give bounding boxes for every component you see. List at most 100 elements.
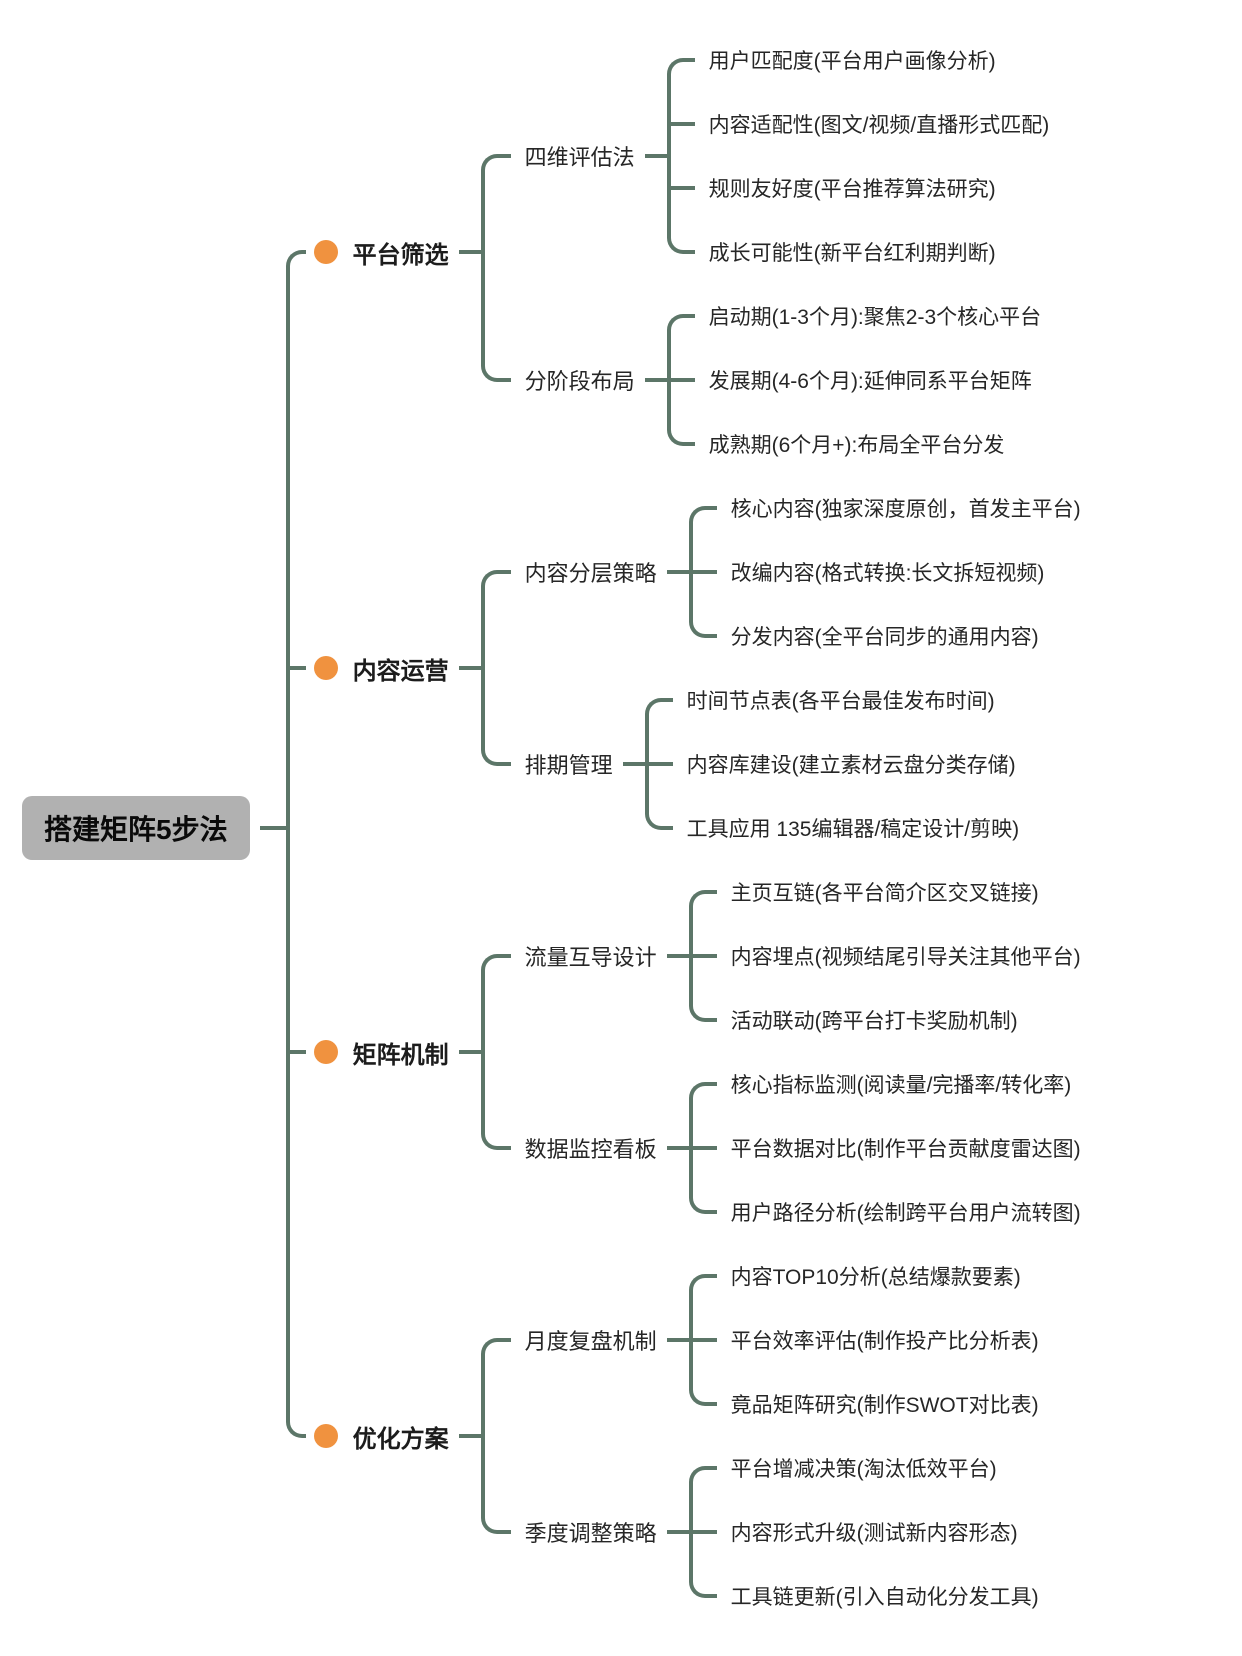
branch: 时间节点表(各平台最佳发布时间) — [644, 668, 1020, 732]
children-group: 平台增减决策(淘汰低效平台) 内容形式升级(测试新内容形态) 工具链更新(引入自动化… — [688, 1436, 1039, 1628]
branch: 排期管理 时间节点表(各平台最佳发布时间) 内容库建设(建立素材云盘分类存储) 工具应… — [480, 668, 1081, 860]
node-label: 优化方案 — [352, 1425, 449, 1453]
node-label: 内容形式升级(测试新内容形态) — [730, 1522, 1018, 1545]
leaf-node[interactable]: 成熟期(6个月+):布局全平台分发 — [703, 429, 1005, 459]
node-label: 核心内容(独家深度原创，首发主平台) — [730, 498, 1081, 521]
children-group: 时间节点表(各平台最佳发布时间) 内容库建设(建立素材云盘分类存储) 工具应用 13… — [644, 668, 1020, 860]
topic-node[interactable]: 排期管理 — [519, 748, 613, 780]
leaf-node[interactable]: 内容适配性(图文/视频/直播形式匹配) — [703, 109, 1050, 139]
branch: 内容埋点(视频结尾引导关注其他平台) — [688, 924, 1081, 988]
node-label: 成长可能性(新平台红利期判断) — [708, 242, 996, 265]
leaf-node[interactable]: 平台增减决策(淘汰低效平台) — [725, 1453, 997, 1483]
topic-node[interactable]: 分阶段布局 — [519, 364, 635, 396]
topic-node[interactable]: 内容运营 — [313, 651, 449, 686]
branch: 工具链更新(引入自动化分发工具) — [688, 1564, 1039, 1628]
branch: 平台增减决策(淘汰低效平台) — [688, 1436, 1039, 1500]
leaf-node[interactable]: 工具链更新(引入自动化分发工具) — [725, 1581, 1039, 1611]
branch: 内容运营 内容分层策略 核心内容(独家深度原创，首发主平台) 改编内容(格式转换:长文… — [285, 476, 1081, 860]
branch: 分阶段布局 启动期(1-3个月):聚焦2-3个核心平台发展期(4-6个月):延伸同… — [480, 284, 1050, 476]
topic-node[interactable]: 月度复盘机制 — [519, 1324, 657, 1356]
branch: 内容TOP10分析(总结爆款要素) — [688, 1244, 1039, 1308]
branch: 竟品矩阵研究(制作SWOT对比表) — [688, 1372, 1039, 1436]
connector-line — [622, 762, 645, 766]
children-group: 用户匹配度(平台用户画像分析) 内容适配性(图文/视频/直播形式匹配) 规则友好度(… — [666, 28, 1050, 284]
topic-node[interactable]: 数据监控看板 — [519, 1132, 657, 1164]
node-label: 平台效率评估(制作投产比分析表) — [730, 1330, 1039, 1353]
connector-line — [666, 1338, 689, 1342]
children-group: 内容分层策略 核心内容(独家深度原创，首发主平台) 改编内容(格式转换:长文拆短视频… — [480, 476, 1081, 860]
branch: 改编内容(格式转换:长文拆短视频) — [688, 540, 1081, 604]
leaf-node[interactable]: 时间节点表(各平台最佳发布时间) — [681, 685, 995, 715]
dot-icon — [313, 240, 338, 264]
leaf-node[interactable]: 主页互链(各平台简介区交叉链接) — [725, 877, 1039, 907]
node-label: 启动期(1-3个月):聚焦2-3个核心平台 — [708, 306, 1042, 329]
connector-line — [666, 1530, 689, 1534]
branch: 平台数据对比(制作平台贡献度雷达图) — [688, 1116, 1081, 1180]
leaf-node[interactable]: 核心指标监测(阅读量/完播率/转化率) — [725, 1069, 1072, 1099]
node-label: 主页互链(各平台简介区交叉链接) — [730, 882, 1039, 905]
topic-node[interactable]: 流量互导设计 — [519, 940, 657, 972]
node-label: 内容适配性(图文/视频/直播形式匹配) — [708, 114, 1050, 137]
leaf-node[interactable]: 用户匹配度(平台用户画像分析) — [703, 45, 996, 75]
leaf-node[interactable]: 改编内容(格式转换:长文拆短视频) — [725, 557, 1045, 587]
branch: 发展期(4-6个月):延伸同系平台矩阵 — [666, 348, 1042, 412]
leaf-node[interactable]: 平台数据对比(制作平台贡献度雷达图) — [725, 1133, 1081, 1163]
branch: 主页互链(各平台简介区交叉链接) — [688, 860, 1081, 924]
leaf-node[interactable]: 核心内容(独家深度原创，首发主平台) — [725, 493, 1081, 523]
leaf-node[interactable]: 内容形式升级(测试新内容形态) — [725, 1517, 1018, 1547]
node-label: 改编内容(格式转换:长文拆短视频) — [730, 562, 1045, 585]
branch: 四维评估法 用户匹配度(平台用户画像分析) 内容适配性(图文/视频/直播形式匹配) 规… — [480, 28, 1050, 284]
root-node[interactable]: 搭建矩阵5步法 — [22, 796, 250, 860]
node-label: 发展期(4-6个月):延伸同系平台矩阵 — [708, 370, 1032, 393]
connector-line — [666, 1146, 689, 1150]
node-label: 分发内容(全平台同步的通用内容) — [730, 626, 1039, 649]
children-group: 内容TOP10分析(总结爆款要素) 平台效率评估(制作投产比分析表) 竟品矩阵研究(… — [688, 1244, 1039, 1436]
branch: 平台效率评估(制作投产比分析表) — [688, 1308, 1039, 1372]
leaf-node[interactable]: 启动期(1-3个月):聚焦2-3个核心平台 — [703, 301, 1042, 331]
branch: 核心指标监测(阅读量/完播率/转化率) — [688, 1052, 1081, 1116]
leaf-node[interactable]: 规则友好度(平台推荐算法研究) — [703, 173, 996, 203]
leaf-node[interactable]: 用户路径分析(绘制跨平台用户流转图) — [725, 1197, 1081, 1227]
leaf-node[interactable]: 活动联动(跨平台打卡奖励机制) — [725, 1005, 1018, 1035]
leaf-node[interactable]: 成长可能性(新平台红利期判断) — [703, 237, 996, 267]
connector-line — [666, 570, 689, 574]
node-label: 用户匹配度(平台用户画像分析) — [708, 50, 996, 73]
node-label: 排期管理 — [524, 753, 613, 778]
leaf-node[interactable]: 工具应用 135编辑器/稿定设计/剪映) — [681, 813, 1020, 843]
branch: 分发内容(全平台同步的通用内容) — [688, 604, 1081, 668]
leaf-node[interactable]: 分发内容(全平台同步的通用内容) — [725, 621, 1039, 651]
topic-node[interactable]: 四维评估法 — [519, 140, 635, 172]
topic-node[interactable]: 优化方案 — [313, 1419, 449, 1454]
branch: 规则友好度(平台推荐算法研究) — [666, 156, 1050, 220]
leaf-node[interactable]: 平台效率评估(制作投产比分析表) — [725, 1325, 1039, 1355]
topic-node[interactable]: 矩阵机制 — [313, 1035, 449, 1070]
node-label: 流量互导设计 — [524, 945, 657, 970]
node-label: 工具应用 135编辑器/稿定设计/剪映) — [686, 818, 1020, 841]
node-label: 月度复盘机制 — [524, 1329, 657, 1354]
node-label: 内容库建设(建立素材云盘分类存储) — [686, 754, 1016, 777]
node-label: 分阶段布局 — [524, 369, 635, 394]
leaf-node[interactable]: 竟品矩阵研究(制作SWOT对比表) — [725, 1389, 1039, 1419]
node-label: 规则友好度(平台推荐算法研究) — [708, 178, 996, 201]
connector-line — [644, 378, 667, 382]
leaf-node[interactable]: 内容埋点(视频结尾引导关注其他平台) — [725, 941, 1081, 971]
dot-icon — [313, 1424, 338, 1448]
node-label: 时间节点表(各平台最佳发布时间) — [686, 690, 995, 713]
leaf-node[interactable]: 内容TOP10分析(总结爆款要素) — [725, 1261, 1021, 1291]
branch: 内容库建设(建立素材云盘分类存储) — [644, 732, 1020, 796]
node-label: 季度调整策略 — [524, 1521, 657, 1546]
node-label: 工具链更新(引入自动化分发工具) — [730, 1586, 1039, 1609]
dot-icon — [313, 1040, 338, 1064]
topic-node[interactable]: 季度调整策略 — [519, 1516, 657, 1548]
leaf-node[interactable]: 内容库建设(建立素材云盘分类存储) — [681, 749, 1016, 779]
connector-line — [458, 1434, 481, 1438]
leaf-node[interactable]: 发展期(4-6个月):延伸同系平台矩阵 — [703, 365, 1032, 395]
topic-node[interactable]: 内容分层策略 — [519, 556, 657, 588]
children-group: 核心指标监测(阅读量/完播率/转化率) 平台数据对比(制作平台贡献度雷达图) 用户路… — [688, 1052, 1081, 1244]
topic-node[interactable]: 平台筛选 — [313, 235, 449, 270]
branch: 数据监控看板 核心指标监测(阅读量/完播率/转化率) 平台数据对比(制作平台贡献度雷… — [480, 1052, 1081, 1244]
branch: 平台筛选 四维评估法 用户匹配度(平台用户画像分析) 内容适配性(图文/视频/直播形式… — [285, 28, 1081, 476]
branch: 流量互导设计 主页互链(各平台简介区交叉链接) 内容埋点(视频结尾引导关注其他平台)… — [480, 860, 1081, 1052]
dot-icon — [313, 656, 338, 680]
branch: 用户匹配度(平台用户画像分析) — [666, 28, 1050, 92]
